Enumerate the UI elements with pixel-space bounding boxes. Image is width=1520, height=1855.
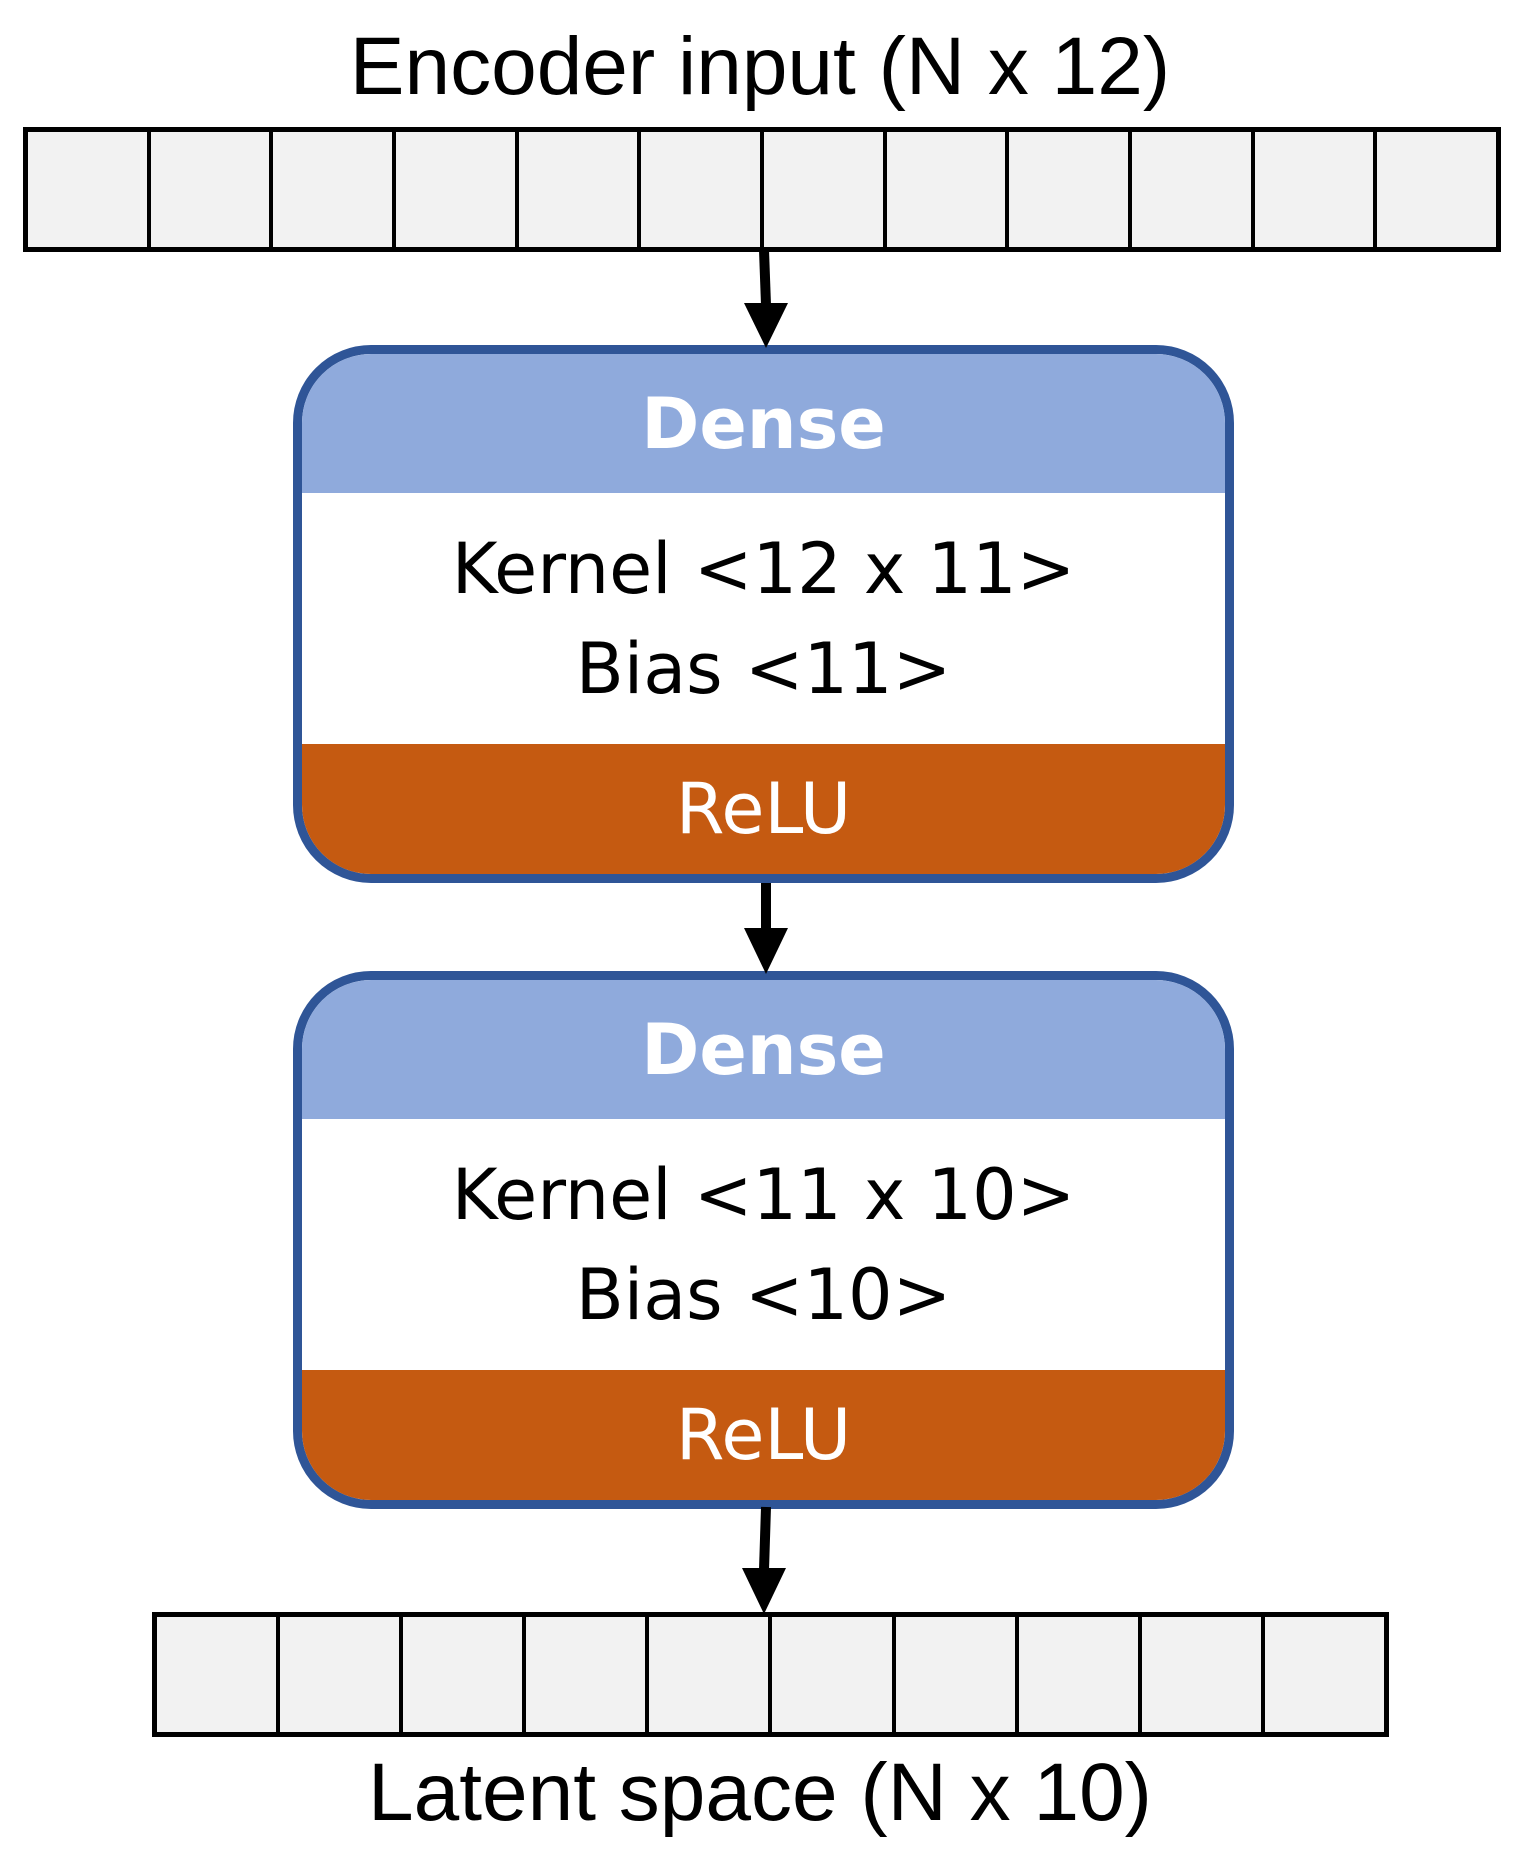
latent-vector-cell xyxy=(772,1617,896,1732)
latent-vector-cell xyxy=(1265,1617,1384,1732)
latent-vector-cell xyxy=(157,1617,281,1732)
encoder-input-vector xyxy=(23,127,1501,252)
input-vector-cell xyxy=(1255,132,1378,247)
input-vector-cell xyxy=(1009,132,1133,247)
latent-vector-cell xyxy=(649,1617,773,1732)
dense-layer-2-kernel: Kernel <11 x 10> xyxy=(451,1153,1076,1236)
dense-layer-2: Dense Kernel <11 x 10> Bias <10> ReLU xyxy=(293,971,1234,1509)
input-vector-cell xyxy=(28,132,151,247)
input-vector-cell xyxy=(887,132,1010,247)
dense-layer-1: Dense Kernel <12 x 11> Bias <11> ReLU xyxy=(293,345,1234,883)
input-vector-cell xyxy=(519,132,642,247)
input-vector-cell xyxy=(1132,132,1255,247)
latent-vector-cell xyxy=(526,1617,650,1732)
latent-vector-cell xyxy=(1019,1617,1142,1732)
input-vector-cell xyxy=(273,132,397,247)
latent-space-title: Latent space (N x 10) xyxy=(368,1747,1152,1838)
dense-layer-2-params: Kernel <11 x 10> Bias <10> xyxy=(302,1119,1225,1370)
dense-layer-2-activation: ReLU xyxy=(302,1370,1225,1500)
input-vector-cell xyxy=(151,132,274,247)
dense-layer-2-header: Dense xyxy=(302,980,1225,1119)
encoder-input-title: Encoder input (N x 12) xyxy=(349,21,1171,112)
latent-vector-cell xyxy=(896,1617,1019,1732)
latent-space-vector xyxy=(152,1612,1389,1737)
latent-vector-cell xyxy=(280,1617,404,1732)
arrow-layer1-to-layer2 xyxy=(744,883,788,974)
input-vector-cell xyxy=(396,132,519,247)
latent-vector-cell xyxy=(1142,1617,1265,1732)
input-vector-cell xyxy=(764,132,887,247)
arrow-layer2-to-latent xyxy=(742,1506,786,1614)
dense-layer-1-bias: Bias <11> xyxy=(575,627,952,710)
dense-layer-1-kernel: Kernel <12 x 11> xyxy=(451,527,1076,610)
input-vector-cell xyxy=(1377,132,1496,247)
dense-layer-1-header: Dense xyxy=(302,354,1225,493)
latent-vector-cell xyxy=(403,1617,527,1732)
dense-layer-1-params: Kernel <12 x 11> Bias <11> xyxy=(302,493,1225,744)
dense-layer-2-bias: Bias <10> xyxy=(575,1253,952,1336)
input-vector-cell xyxy=(641,132,765,247)
arrow-input-to-layer1 xyxy=(744,249,788,348)
dense-layer-1-activation: ReLU xyxy=(302,744,1225,874)
